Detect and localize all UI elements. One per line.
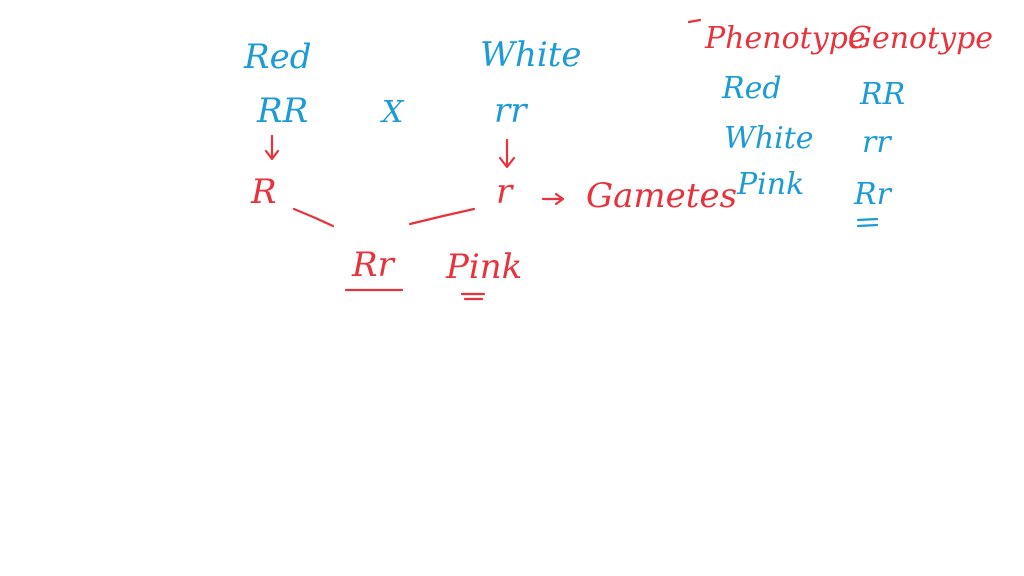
table-rr-double-underline: [856, 217, 879, 228]
cross-symbol: X: [382, 95, 404, 130]
gametes-label: Gametes: [586, 176, 738, 216]
arrow-down-icon: [498, 138, 516, 169]
table-row-pink-phenotype: Pink: [737, 167, 805, 202]
table-row-white-genotype: rr: [862, 125, 891, 160]
table-row-white-phenotype: White: [724, 121, 814, 156]
pink-double-underline: [460, 292, 486, 301]
arrow-down-icon: [264, 134, 280, 161]
gamete-2: r: [496, 172, 513, 212]
header-dash: [687, 18, 702, 24]
offspring-phenotype: Pink: [446, 247, 523, 287]
table-row-red-phenotype: Red: [722, 71, 782, 106]
table-header-genotype: Genotype: [848, 21, 994, 56]
gamete-1: R: [251, 172, 277, 212]
parent1-genotype: RR: [257, 91, 309, 131]
cross-line-left: [292, 207, 335, 228]
arrow-right-icon: [541, 192, 565, 206]
offspring-genotype: Rr: [352, 245, 394, 285]
table-row-red-genotype: RR: [860, 77, 906, 112]
parent1-phenotype: Red: [244, 37, 312, 77]
parent2-phenotype: White: [480, 35, 582, 75]
table-header-phenotype: Phenotype: [705, 21, 866, 56]
cross-line-right: [408, 207, 476, 226]
table-row-pink-genotype: Rr: [854, 177, 891, 212]
parent2-genotype: rr: [494, 91, 527, 131]
